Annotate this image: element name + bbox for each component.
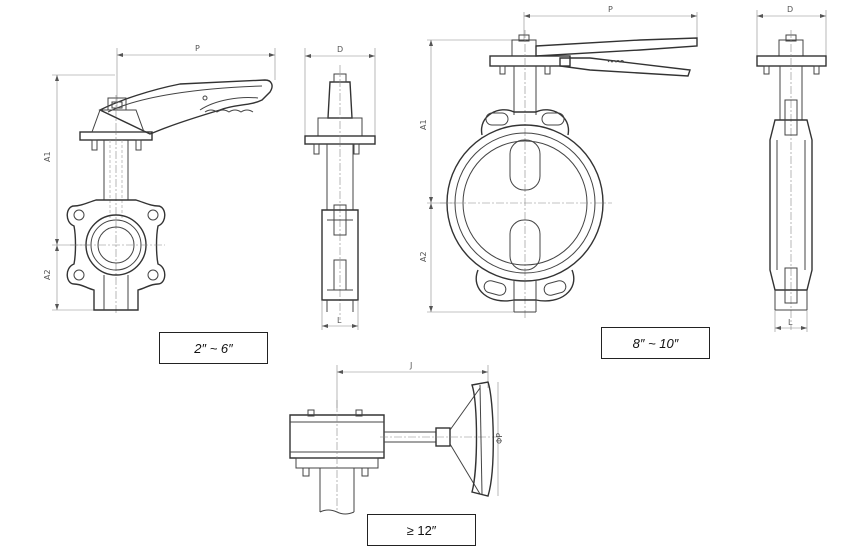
medium-dim-d: D <box>787 5 793 14</box>
medium-valve-front-view: P A1 A2 <box>419 5 698 320</box>
small-dim-p: P <box>195 44 200 53</box>
small-dim-l: L <box>337 316 342 325</box>
large-size-caption: ≥ 12″ <box>367 514 476 546</box>
large-dim-phi-p: ΦP <box>495 433 504 444</box>
small-dim-a2: A2 <box>43 269 52 280</box>
medium-dim-a2: A2 <box>419 251 428 262</box>
small-dim-a1: A1 <box>43 151 52 162</box>
medium-dim-l: L <box>788 318 793 327</box>
small-valve-front-view: P A1 A2 <box>43 44 276 315</box>
medium-size-caption-text: 8″ ~ 10″ <box>632 335 679 351</box>
small-valve-side-view: D L <box>304 45 376 330</box>
small-size-caption: 2″ ~ 6″ <box>159 332 268 364</box>
medium-dim-a1: A1 <box>419 119 428 130</box>
large-size-caption-text: ≥ 12″ <box>406 522 437 538</box>
large-dim-j: J <box>409 361 412 370</box>
large-valve-gear-view: J ΦP <box>289 361 504 515</box>
medium-dim-p: P <box>608 5 613 14</box>
small-size-caption-text: 2″ ~ 6″ <box>194 340 233 356</box>
medium-valve-side-view: D L <box>756 5 827 332</box>
small-dim-d: D <box>337 45 343 54</box>
medium-size-caption: 8″ ~ 10″ <box>601 327 710 359</box>
